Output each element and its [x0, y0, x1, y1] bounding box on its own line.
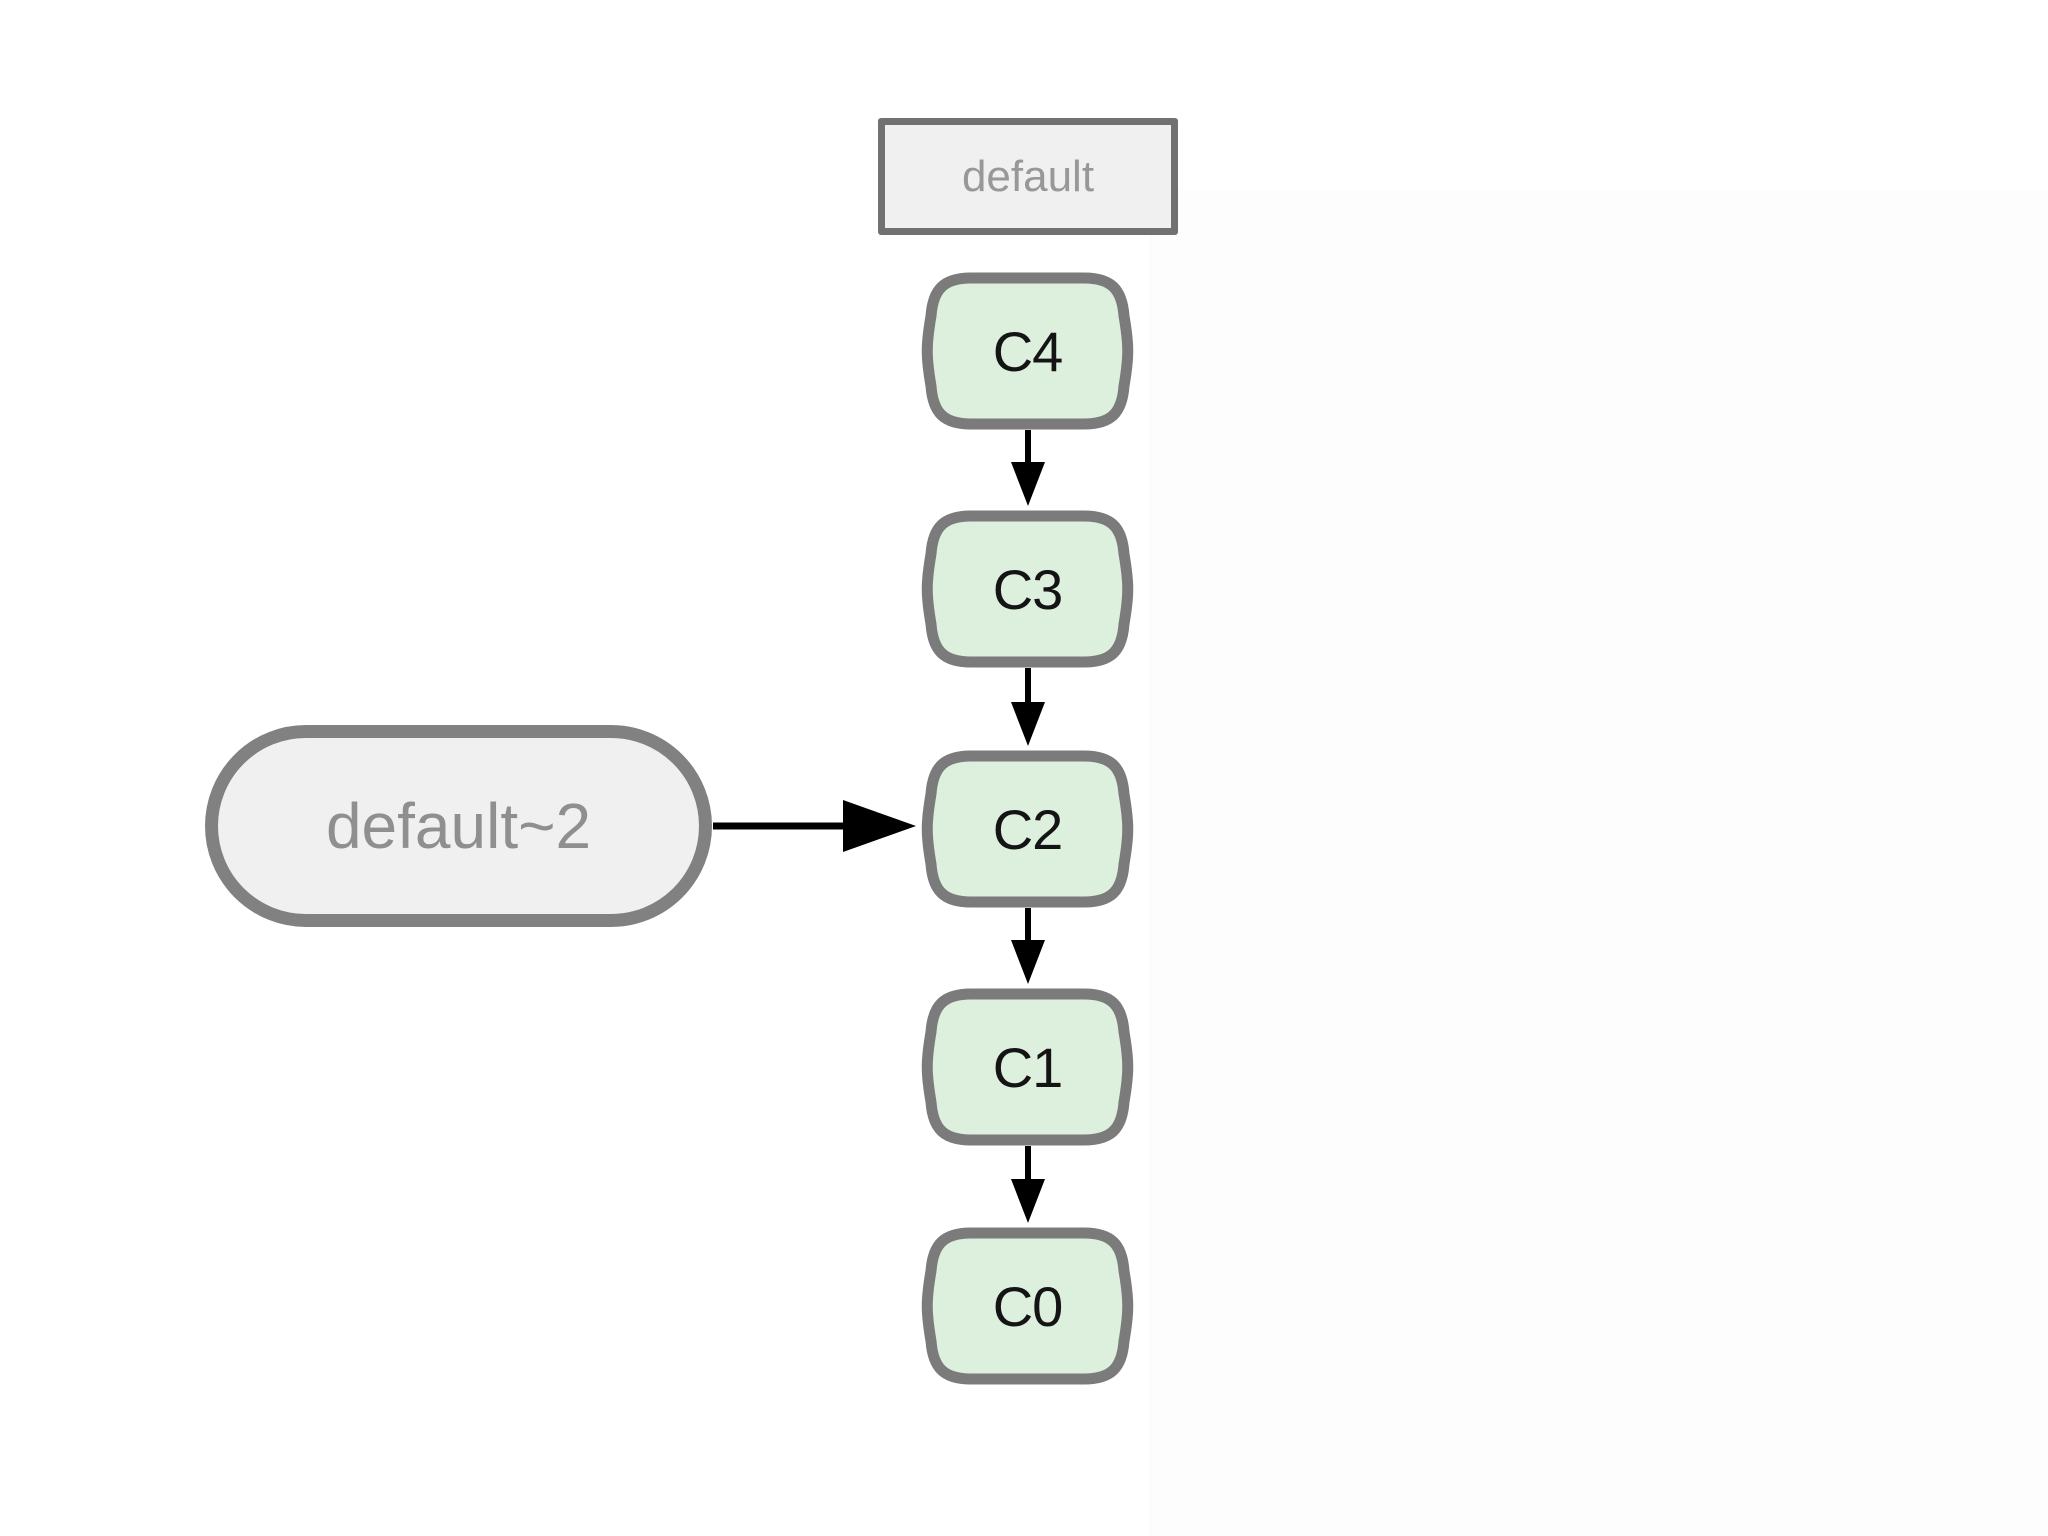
- page-edge-band: [1150, 190, 2048, 1536]
- edge-arrow-c4-c3: [1011, 430, 1045, 506]
- commit-label: C4: [992, 319, 1064, 383]
- commit-node-shape: [921, 750, 1134, 908]
- ref-label-text: default~2: [325, 790, 592, 862]
- edge-arrow-ref-c2: [713, 800, 916, 852]
- commit-label: C2: [992, 797, 1064, 861]
- ref-label-pill: default~2: [205, 725, 712, 927]
- branch-label-text: default: [961, 151, 1095, 201]
- commit-node-shape: [921, 988, 1134, 1146]
- edge-arrow-c3-c2: [1011, 668, 1045, 746]
- commit-node-shape: [921, 1227, 1134, 1385]
- commit-node-c1: C1: [921, 988, 1134, 1146]
- commit-node-c4: C4: [921, 272, 1134, 430]
- commit-label: C0: [992, 1274, 1064, 1338]
- edge-arrow-c2-c1: [1011, 908, 1045, 984]
- commit-node-c3: C3: [921, 510, 1134, 668]
- commit-node-shape: [921, 510, 1134, 668]
- commit-node-shape: [921, 272, 1134, 430]
- commit-node-c2: C2: [921, 750, 1134, 908]
- commit-label: C3: [992, 557, 1064, 621]
- commit-node-c0: C0: [921, 1227, 1134, 1385]
- commit-label: C1: [992, 1035, 1064, 1099]
- edge-arrow-c1-c0: [1011, 1146, 1045, 1223]
- branch-label-box: default: [878, 118, 1178, 235]
